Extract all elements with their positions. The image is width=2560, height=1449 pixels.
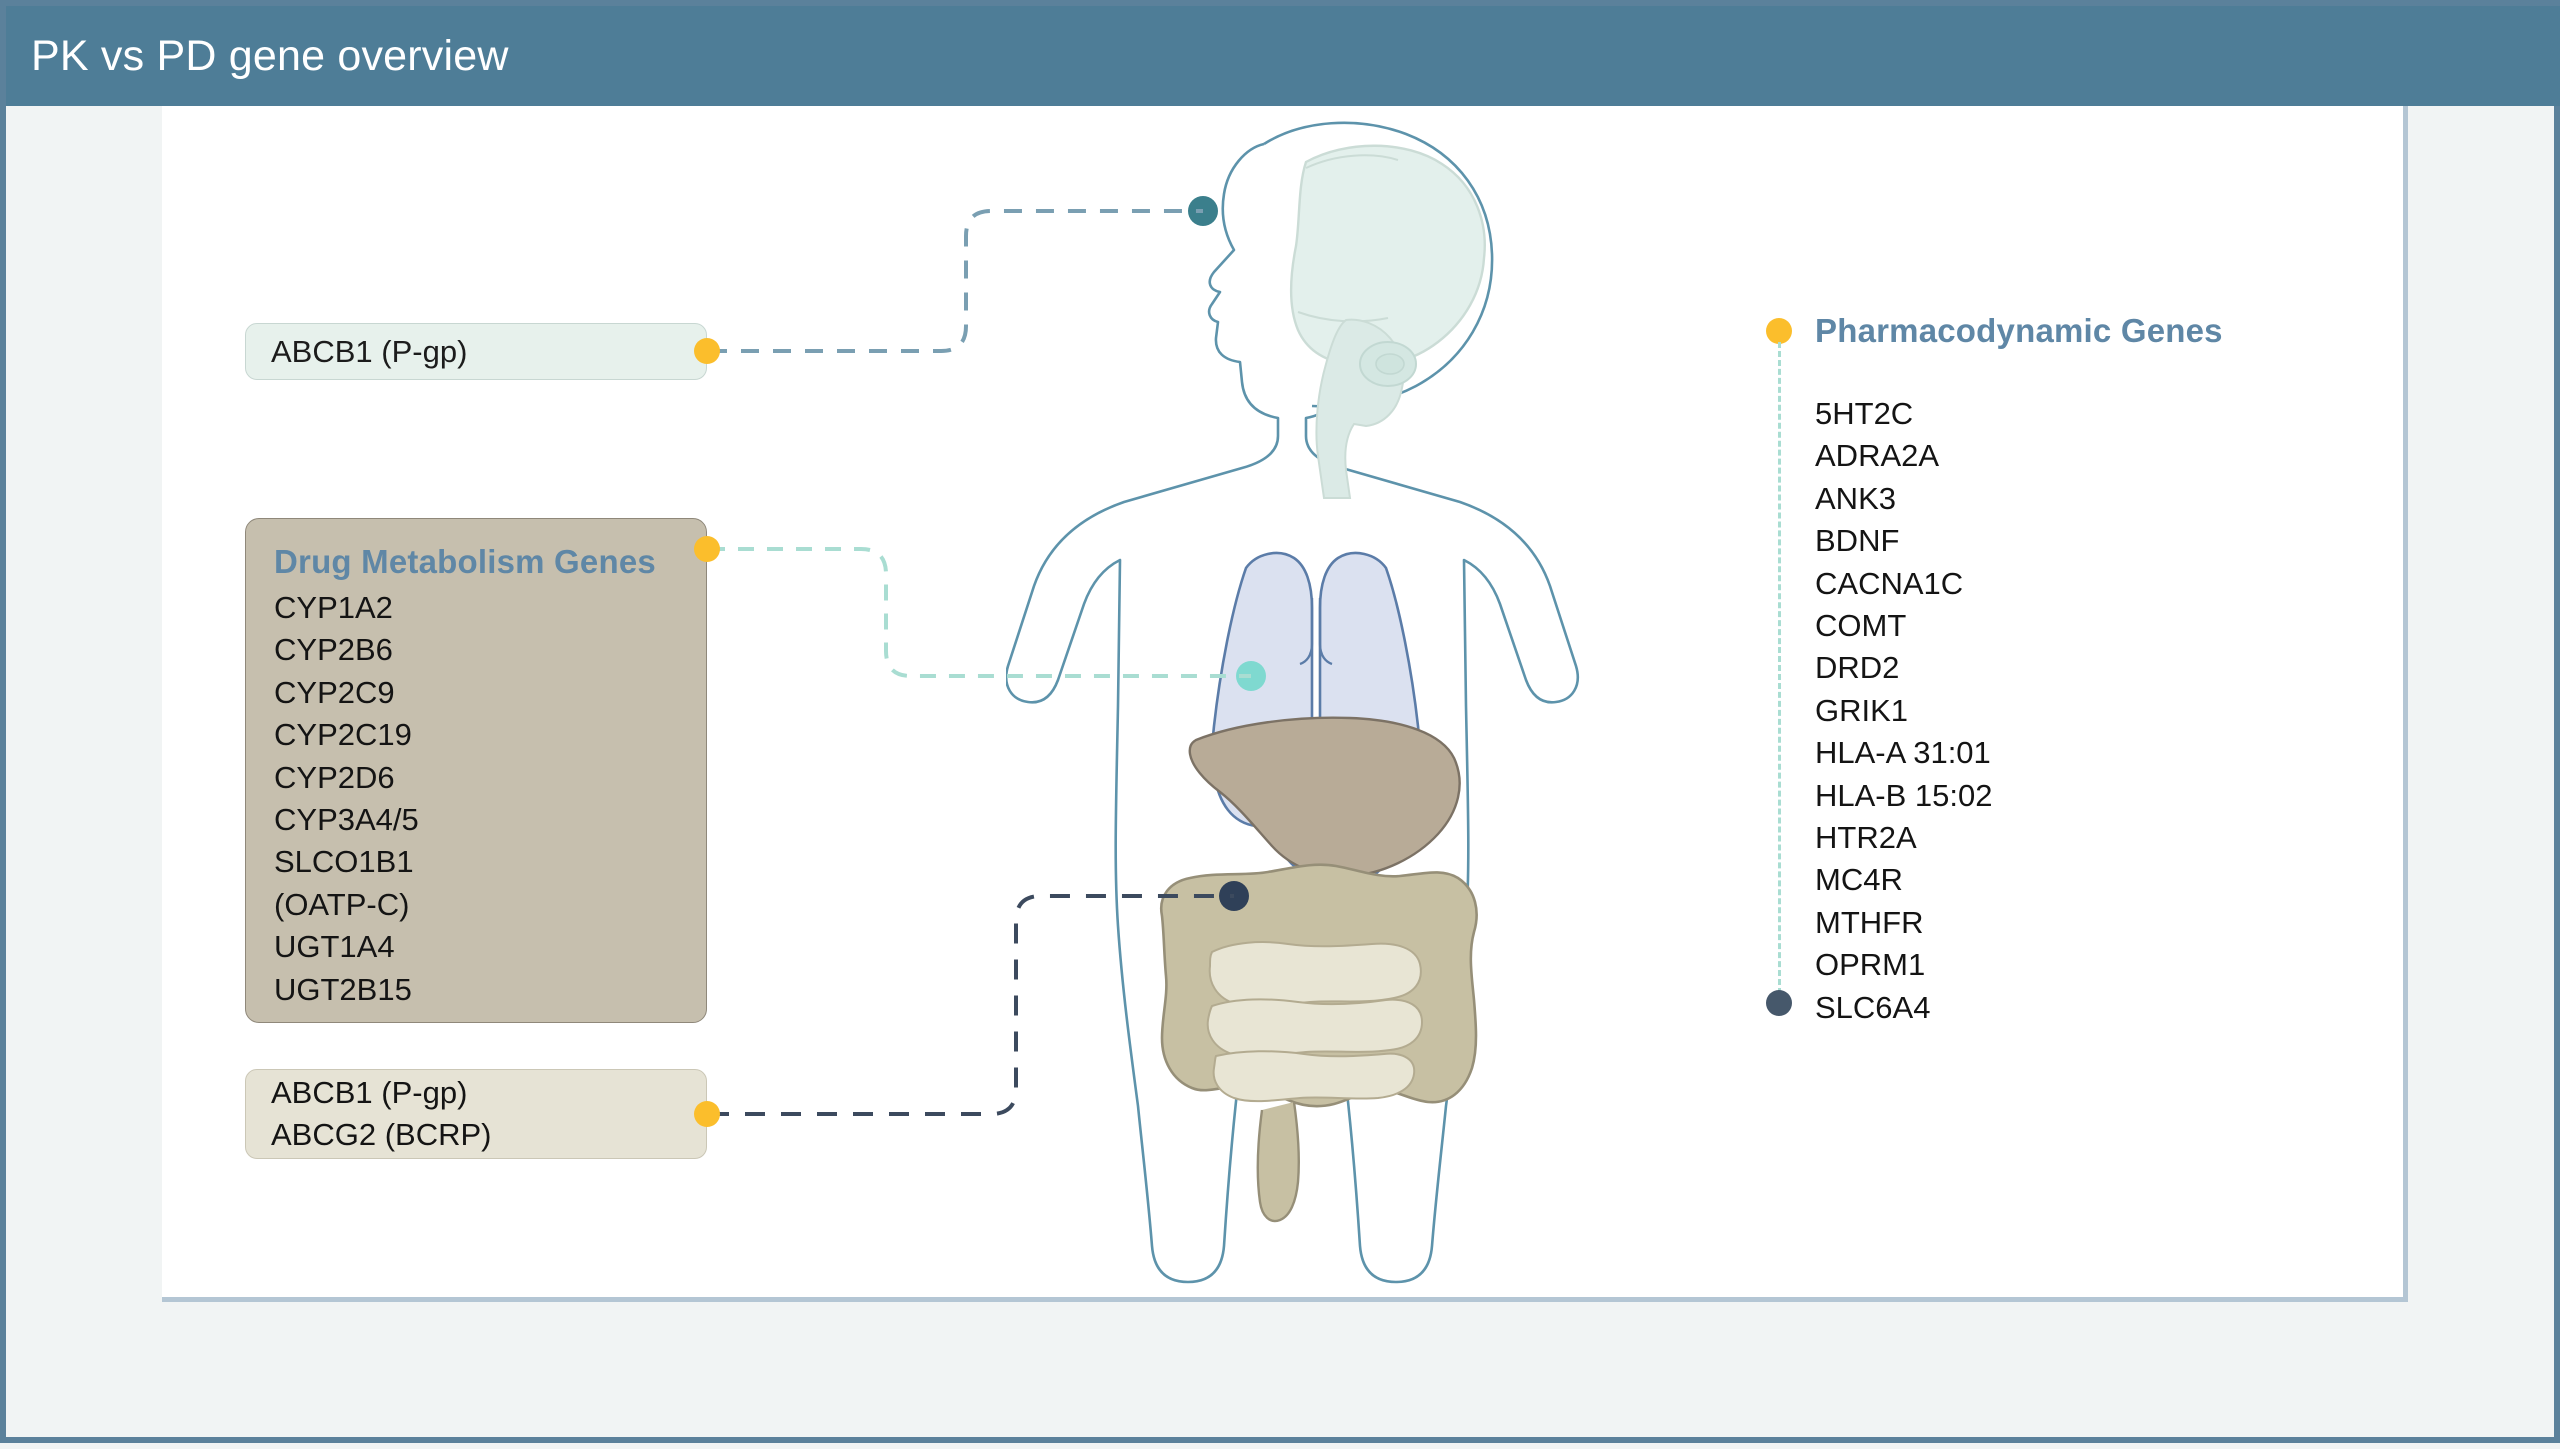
list-item: SLCO1B1: [274, 844, 414, 880]
header-bar: PK vs PD gene overview: [6, 6, 2560, 106]
list-item: 5HT2C: [1815, 396, 1914, 431]
liver-marker-dot: [1236, 661, 1266, 691]
efflux-label-1: ABCB1 (P-gp): [271, 1075, 468, 1110]
drug-metabolism-title: Drug Metabolism Genes: [274, 543, 656, 580]
intestines-organ: [1159, 863, 1478, 1223]
body-outline: [1006, 142, 1579, 1284]
liver-organ: [1188, 716, 1461, 878]
efflux-anchor-dot: [694, 1101, 720, 1127]
list-item: CYP2C19: [274, 717, 412, 753]
list-item: CYP2D6: [274, 759, 395, 795]
list-item: HLA-A 31:01: [1815, 735, 1991, 771]
list-item: ADRA2A: [1815, 438, 1940, 474]
list-item: COMT: [1815, 608, 1907, 644]
drug-metabolism-gene-list: CYP1A2 CYP2B6 CYP2C9 CYP2C19 CYP2D6 CYP3…: [246, 587, 706, 1011]
pd-top-anchor-dot: [1766, 318, 1792, 344]
efflux-transporters-box[interactable]: ABCB1 (P-gp) ABCG2 (BCRP): [245, 1069, 707, 1159]
pharmacodynamic-genes-title: Pharmacodynamic Genes: [1815, 312, 2223, 349]
list-item: UGT1A4: [274, 929, 395, 965]
intestine-marker-dot: [1219, 881, 1249, 911]
drug-metabolism-anchor-dot: [694, 536, 720, 562]
list-item: UGT2B15: [274, 971, 412, 1007]
list-item: OPRM1: [1815, 947, 1926, 983]
pharmacodynamic-genes-panel: Pharmacodynamic Genes 5HT2C ADRA2A ANK3 …: [1756, 306, 2356, 1046]
page-title: PK vs PD gene overview: [31, 31, 509, 80]
list-item: MTHFR: [1815, 904, 1924, 940]
list-item: CYP2B6: [274, 632, 393, 668]
list-item: ANK3: [1815, 480, 1896, 516]
pharmacodynamic-gene-list: 5HT2C ADRA2A ANK3 BDNF CACNA1C COMT DRD2…: [1815, 393, 1993, 1029]
human-body-figure: [1006, 121, 1579, 1284]
brain-marker-dot: [1188, 196, 1218, 226]
abcb1-brain-anchor-dot: [694, 338, 720, 364]
abcb1-brain-label: ABCB1 (P-gp): [271, 333, 468, 369]
list-item: CACNA1C: [1815, 565, 1964, 601]
list-item: MC4R: [1815, 862, 1903, 898]
list-item: CYP2C9: [274, 674, 395, 710]
list-item: HTR2A: [1815, 820, 1917, 856]
list-item: CYP3A4/5: [274, 802, 419, 838]
list-item: BDNF: [1815, 523, 1900, 559]
pd-connector-line: [1778, 342, 1781, 994]
pd-bottom-anchor-dot: [1766, 990, 1792, 1016]
list-item: SLC6A4: [1815, 989, 1931, 1025]
list-item: GRIK1: [1815, 692, 1909, 728]
drug-metabolism-genes-box[interactable]: Drug Metabolism Genes CYP1A2 CYP2B6 CYP2…: [245, 518, 707, 1023]
brain-organ: [1289, 144, 1486, 499]
list-item: CYP1A2: [274, 590, 393, 625]
list-item: DRD2: [1815, 650, 1900, 686]
efflux-label-2: ABCG2 (BCRP): [271, 1117, 492, 1152]
list-item: HLA-B 15:02: [1815, 777, 1993, 813]
list-item: (OATP-C): [274, 886, 410, 922]
abcb1-brain-box[interactable]: ABCB1 (P-gp): [245, 323, 707, 380]
